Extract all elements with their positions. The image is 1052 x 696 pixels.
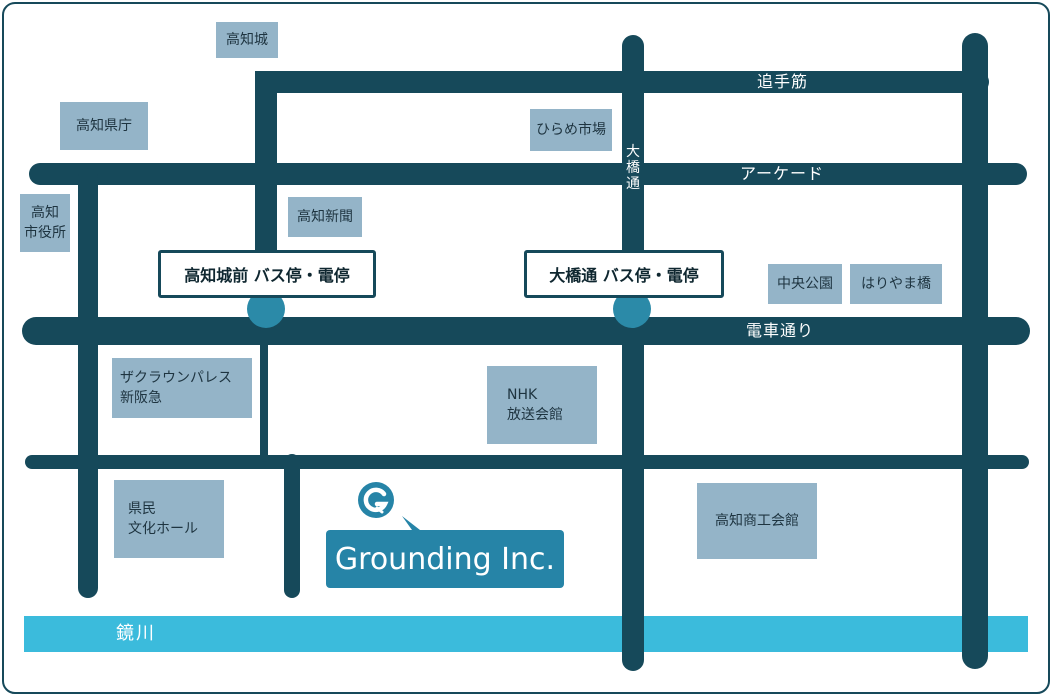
landmark-chuo-park: 中央公園 [768,264,842,304]
street-label-arcade: アーケード [740,164,825,183]
landmark-prefectural-office: 高知県庁 [60,102,148,150]
river-kagami [24,616,1028,652]
street-label-otesuji: 追手筋 [757,72,809,91]
bus-stop-ohashidori: 大橋通 バス停・電停 [524,250,724,298]
landmark-kochi-castle: 高知城 [216,22,278,58]
bus-stop-kochijo-mae: 高知城前 バス停・電停 [158,250,376,298]
landmark-hirome-market: ひらめ市場 [530,109,612,151]
landmark-kenmin-hall: 県民 文化ホール [114,480,224,558]
stop-marker-kochijo-mae [247,290,285,328]
street-label-densha-dori: 電車通り [746,321,815,340]
street-label-ohashidori: 大 橋 通 [626,144,640,192]
road-otesuji [255,71,989,261]
g-speech-bubble-icon [358,482,394,518]
landmark-chamber-of-commerce: 高知商工会館 [697,483,817,559]
landmark-harimaya-bridge: はりやま橋 [850,264,942,304]
landmark-crown-palace: ザクラウンパレス 新阪急 [112,358,252,418]
landmark-city-hall: 高知 市役所 [20,194,70,252]
landmark-nhk: NHK 放送会館 [487,366,597,444]
company-pointer [402,516,420,530]
company-label: Grounding Inc. [326,530,564,588]
river-label: 鏡川 [116,623,156,644]
landmark-kochi-shimbun: 高知新聞 [288,197,362,237]
stop-marker-ohashidori [613,290,651,328]
